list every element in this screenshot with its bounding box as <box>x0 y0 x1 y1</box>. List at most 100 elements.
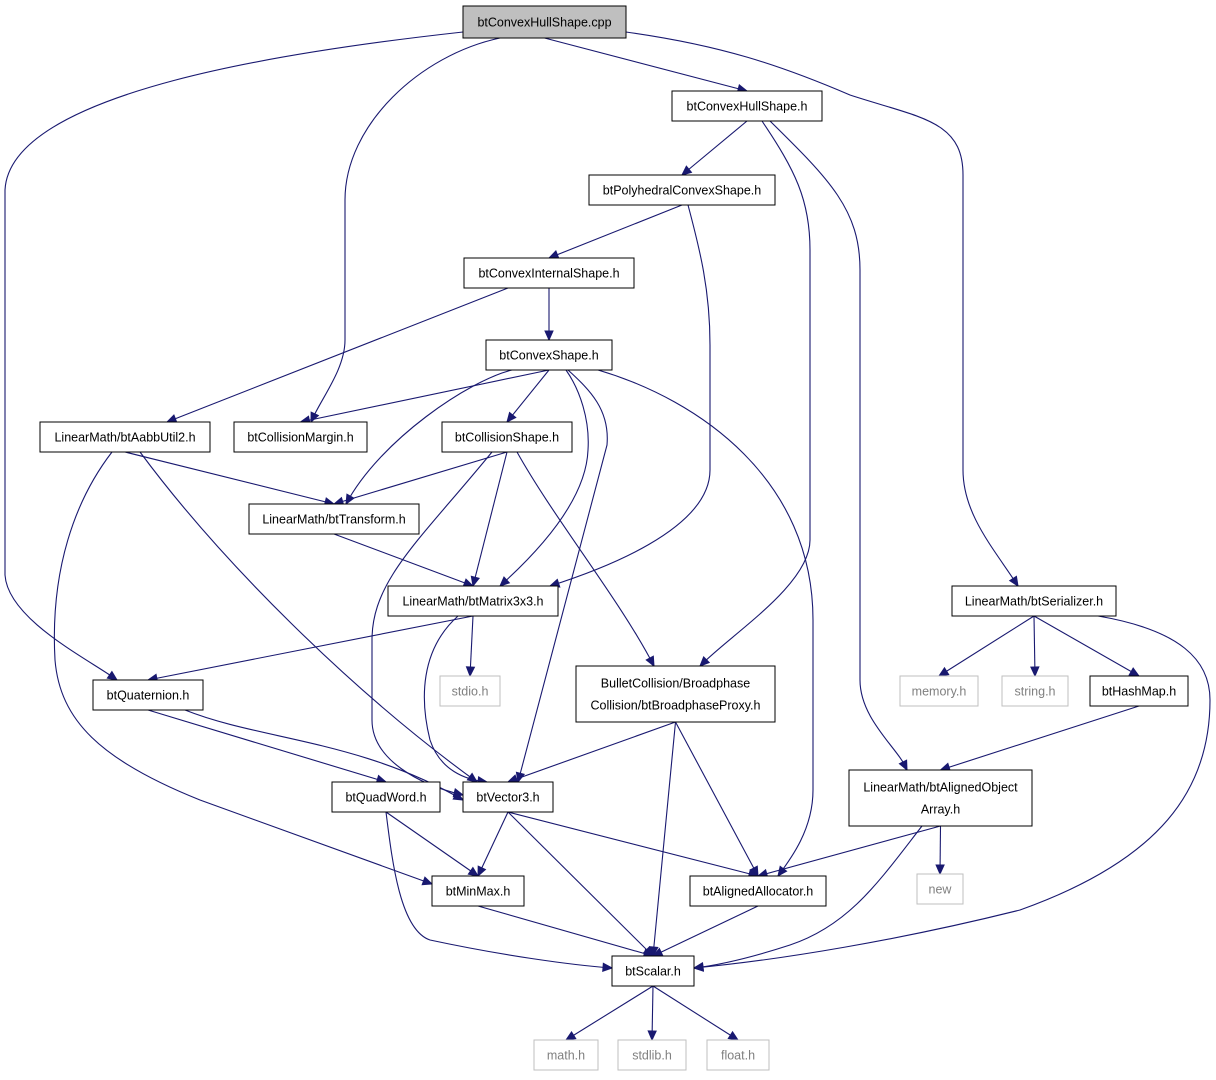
edge-matrix-to-quat <box>146 615 474 683</box>
edge-scalar-to-math <box>564 985 654 1041</box>
edge-internal-to-aabb <box>165 287 509 423</box>
edge-aabb-to-minmax <box>53 451 434 886</box>
edge-quat-to-quadword <box>147 709 388 784</box>
node-proxy[interactable]: BulletCollision/BroadphaseCollision/btBr… <box>575 665 776 723</box>
edge-vector3-to-scalar <box>507 811 654 957</box>
node-aabb-label: LinearMath/btAabbUtil2.h <box>54 430 195 444</box>
edge-scalar-to-float <box>652 985 740 1041</box>
node-cpp[interactable]: btConvexHullShape.cpp <box>462 5 627 39</box>
node-minmax-label: btMinMax.h <box>446 884 511 898</box>
node-margin-box <box>233 421 368 453</box>
node-math[interactable]: math.h <box>533 1039 599 1071</box>
node-aabb-box <box>39 421 211 453</box>
edge-alignedarr-to-new <box>935 825 945 876</box>
edge-cpp-to-hull <box>544 37 749 94</box>
node-stdlib[interactable]: stdlib.h <box>617 1039 687 1071</box>
edge-cpp-to-serializer <box>625 31 1019 588</box>
edge-aabb-to-transform <box>124 451 336 507</box>
node-string[interactable]: string.h <box>1001 675 1069 707</box>
node-quadword-box <box>331 781 441 813</box>
node-proxy-label: BulletCollision/Broadphase <box>601 676 750 690</box>
edge-proxy-to-alloc <box>675 721 759 878</box>
node-cpp-label: btConvexHullShape.cpp <box>477 15 611 29</box>
edge-vector3-to-minmax <box>477 811 509 878</box>
edge-aabb-to-vector3 <box>139 451 478 783</box>
node-new[interactable]: new <box>916 873 964 905</box>
node-transform-box <box>248 503 420 535</box>
node-hull[interactable]: btConvexHullShape.h <box>671 90 823 122</box>
node-matrix[interactable]: LinearMath/btMatrix3x3.h <box>387 585 559 617</box>
node-serializer[interactable]: LinearMath/btSerializer.h <box>951 585 1117 617</box>
node-convex-box <box>485 339 613 371</box>
edge-quadword-to-scalar <box>385 811 614 973</box>
node-math-box <box>533 1039 599 1071</box>
node-memory-box <box>899 675 979 707</box>
node-quadword[interactable]: btQuadWord.h <box>331 781 441 813</box>
node-hashmap[interactable]: btHashMap.h <box>1089 675 1189 707</box>
node-poly-box <box>588 174 776 206</box>
node-alignedarr-box <box>848 769 1033 827</box>
node-quat-box <box>92 679 204 711</box>
node-vector3[interactable]: btVector3.h <box>462 781 554 813</box>
edge-alignedarr-to-scalar <box>692 825 923 972</box>
node-convex-label: btConvexShape.h <box>499 348 598 362</box>
edge-matrix-to-stdio <box>465 615 476 678</box>
node-stdlib-label: stdlib.h <box>632 1048 672 1062</box>
node-alloc[interactable]: btAlignedAllocator.h <box>689 875 827 907</box>
node-float-label: float.h <box>721 1048 755 1062</box>
node-scalar[interactable]: btScalar.h <box>611 955 695 987</box>
node-quadword-label: btQuadWord.h <box>345 790 426 804</box>
node-transform[interactable]: LinearMath/btTransform.h <box>248 503 420 535</box>
node-margin[interactable]: btCollisionMargin.h <box>233 421 368 453</box>
edge-serializer-to-string <box>1030 615 1040 678</box>
node-layer: btConvexHullShape.cpp btConvexHullShape.h… <box>39 5 1189 1071</box>
node-serializer-label: LinearMath/btSerializer.h <box>965 594 1103 608</box>
edge-scalar-to-stdlib <box>647 985 657 1042</box>
edge-proxy-to-scalar <box>649 721 677 958</box>
node-stdlib-box <box>617 1039 687 1071</box>
node-minmax-box <box>431 875 525 907</box>
node-stdio-box <box>439 675 501 707</box>
edge-hashmap-to-alignedarr <box>939 705 1140 772</box>
edge-serializer-to-memory <box>937 615 1035 677</box>
node-hull-label: btConvexHullShape.h <box>687 99 808 113</box>
edge-coll-to-transform <box>332 451 508 506</box>
edge-alloc-to-scalar <box>651 905 759 957</box>
node-aabb[interactable]: LinearMath/btAabbUtil2.h <box>39 421 211 453</box>
node-float[interactable]: float.h <box>706 1039 770 1071</box>
edge-convex-to-alloc <box>597 369 814 877</box>
edge-layer <box>4 31 1211 1042</box>
node-internal-label: btConvexInternalShape.h <box>478 266 619 280</box>
node-string-box <box>1001 675 1069 707</box>
node-proxy-box <box>575 665 776 723</box>
node-internal-box <box>463 257 635 289</box>
node-vector3-box <box>462 781 554 813</box>
edge-transform-to-matrix <box>333 533 475 588</box>
node-hashmap-label: btHashMap.h <box>1102 684 1176 698</box>
edge-quat-to-vector3 <box>184 709 465 801</box>
node-internal[interactable]: btConvexInternalShape.h <box>463 257 635 289</box>
node-new-label: new <box>929 882 953 896</box>
node-scalar-label: btScalar.h <box>625 964 681 978</box>
node-serializer-box <box>951 585 1117 617</box>
edge-internal-to-convex <box>544 288 554 342</box>
node-alignedarr-label: LinearMath/btAlignedObject <box>863 780 1018 794</box>
node-transform-label: LinearMath/btTransform.h <box>262 512 405 526</box>
edge-quadword-to-minmax <box>385 811 480 877</box>
node-alignedarr-label: Array.h <box>921 802 960 816</box>
node-minmax[interactable]: btMinMax.h <box>431 875 525 907</box>
node-poly[interactable]: btPolyhedralConvexShape.h <box>588 174 776 206</box>
node-vector3-label: btVector3.h <box>476 790 539 804</box>
edge-proxy-to-vector3 <box>506 721 676 784</box>
edge-coll-to-matrix <box>470 451 508 588</box>
edge-coll-to-proxy <box>516 451 655 668</box>
edge-hull-to-proxy <box>699 120 811 667</box>
node-convex[interactable]: btConvexShape.h <box>485 339 613 371</box>
node-memory[interactable]: memory.h <box>899 675 979 707</box>
node-stdio[interactable]: stdio.h <box>439 675 501 707</box>
node-quat[interactable]: btQuaternion.h <box>92 679 204 711</box>
node-alloc-label: btAlignedAllocator.h <box>703 884 814 898</box>
node-coll[interactable]: btCollisionShape.h <box>441 421 573 453</box>
edge-cpp-to-margin <box>310 37 501 424</box>
